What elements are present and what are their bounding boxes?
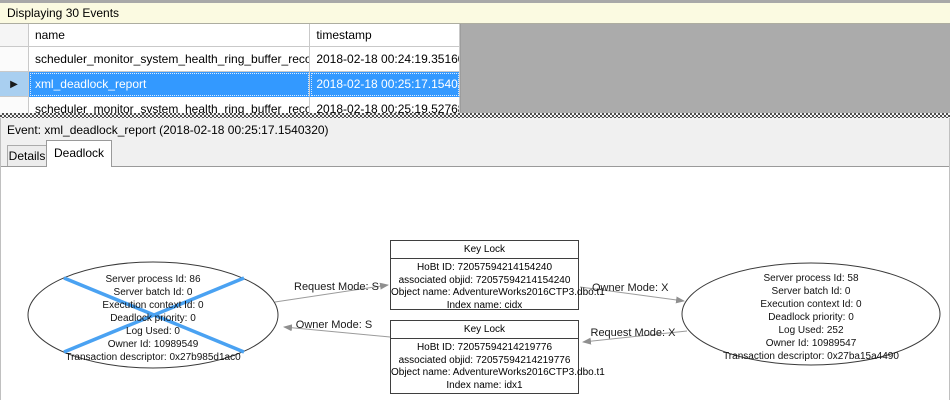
process-attr: Server process Id: 58 [763, 273, 859, 284]
resource-attr: Index name: idx1 [446, 379, 523, 391]
edge-request-s [274, 282, 389, 303]
events-grid: name timestamp scheduler_monitor_system_… [0, 24, 461, 113]
resource-attr: HoBt ID: 72057594214219776 [416, 342, 553, 353]
grid-header-row: name timestamp [0, 24, 460, 47]
row-header-cell[interactable] [0, 97, 29, 113]
process-attr: Execution context Id: 0 [102, 300, 204, 311]
process-attr: Execution context Id: 0 [760, 299, 862, 310]
resource-attr: Object name: AdventureWorks2016CTP3.dbo.… [391, 367, 605, 378]
event-title-label: Event: xml_deadlock_report (2018-02-18 0… [7, 123, 329, 137]
edge-label-owner-mode-x: Owner Mode: X [592, 282, 669, 294]
tab-details[interactable]: Details [7, 145, 47, 166]
edge-owner-s [283, 324, 391, 338]
cell-timestamp[interactable]: 2018-02-18 00:25:19.5276859 [310, 97, 460, 113]
cell-timestamp[interactable]: 2018-02-18 00:25:17.1540320 [310, 72, 460, 97]
edge-label-request-mode-s: Request Mode: S [294, 281, 379, 293]
tab-strip: Details Deadlock [0, 140, 950, 167]
resource-node-key-lock-1[interactable]: Key Lock HoBt ID: 72057594214154240 asso… [390, 240, 605, 311]
window-top-strip [0, 0, 950, 3]
resource-attr: associated objid: 72057594214219776 [398, 354, 571, 366]
process-attr: Transaction descriptor: 0x27b985d1ac0 [65, 352, 241, 363]
current-row-arrow-icon: ▶ [10, 78, 18, 90]
process-attr: Transaction descriptor: 0x27ba15a4490 [723, 351, 899, 362]
process-attr: Deadlock priority: 0 [110, 313, 196, 324]
table-row[interactable]: scheduler_monitor_system_health_ring_buf… [0, 47, 460, 72]
deadlock-graph-canvas [27, 261, 941, 369]
process-attr: Server process Id: 86 [105, 274, 201, 285]
process-attr: Log Used: 252 [778, 325, 844, 336]
cell-name[interactable]: scheduler_monitor_system_health_ring_buf… [28, 97, 311, 113]
cell-name[interactable]: scheduler_monitor_system_health_ring_buf… [28, 47, 311, 72]
resource-attr: Object name: AdventureWorks2016CTP3.dbo.… [391, 287, 605, 298]
row-header-cell[interactable]: ▶ [0, 72, 29, 97]
resource-node-key-lock-2[interactable]: Key Lock HoBt ID: 72057594214219776 asso… [390, 320, 605, 394]
events-grid-band: name timestamp scheduler_monitor_system_… [0, 24, 950, 113]
horizontal-splitter[interactable] [0, 113, 950, 118]
table-row[interactable]: scheduler_monitor_system_health_ring_buf… [0, 97, 460, 113]
process-node[interactable]: Server process Id: 58 Server batch Id: 0… [694, 272, 928, 363]
event-title-bar: Event: xml_deadlock_report (2018-02-18 0… [0, 118, 950, 140]
process-attr: Owner Id: 10989547 [765, 338, 857, 349]
process-attr: Log Used: 0 [126, 326, 180, 337]
panel-left-border [0, 118, 1, 400]
process-attr: Owner Id: 10989549 [107, 339, 199, 350]
edge-request-x [582, 330, 688, 345]
deadlock-graph-panel: Server process Id: 86 Server batch Id: 0… [0, 167, 950, 400]
cell-name[interactable]: xml_deadlock_report [28, 72, 311, 97]
column-header-name[interactable]: name [28, 24, 311, 47]
resource-title: Key Lock [391, 241, 578, 259]
resource-title: Key Lock [391, 321, 578, 339]
resource-attr: Index name: cidx [446, 299, 523, 311]
process-node-victim[interactable]: Server process Id: 86 Server batch Id: 0… [43, 273, 263, 364]
events-count-label: Displaying 30 Events [7, 6, 120, 20]
row-header-cell[interactable] [0, 47, 29, 72]
cell-timestamp[interactable]: 2018-02-18 00:24:19.3516078 [310, 47, 460, 72]
grid-corner-cell[interactable] [0, 24, 29, 47]
resource-attr: HoBt ID: 72057594214154240 [416, 262, 553, 273]
column-header-timestamp[interactable]: timestamp [310, 24, 460, 47]
tab-deadlock[interactable]: Deadlock [46, 140, 112, 167]
edge-label-owner-mode-s: Owner Mode: S [295, 319, 373, 331]
resource-attr: associated objid: 72057594214154240 [398, 274, 571, 286]
edge-owner-x [579, 286, 685, 304]
table-row-selected[interactable]: ▶ xml_deadlock_report 2018-02-18 00:25:1… [0, 72, 460, 97]
victim-cross-icon [63, 276, 245, 354]
process-node-ellipse[interactable] [681, 262, 941, 366]
edge-label-request-mode-x: Request Mode: X [590, 327, 676, 339]
process-attr: Server batch Id: 0 [771, 286, 851, 297]
process-attr: Server batch Id: 0 [113, 287, 193, 298]
events-count-bar: Displaying 30 Events [0, 3, 950, 24]
process-attr: Deadlock priority: 0 [768, 312, 854, 323]
